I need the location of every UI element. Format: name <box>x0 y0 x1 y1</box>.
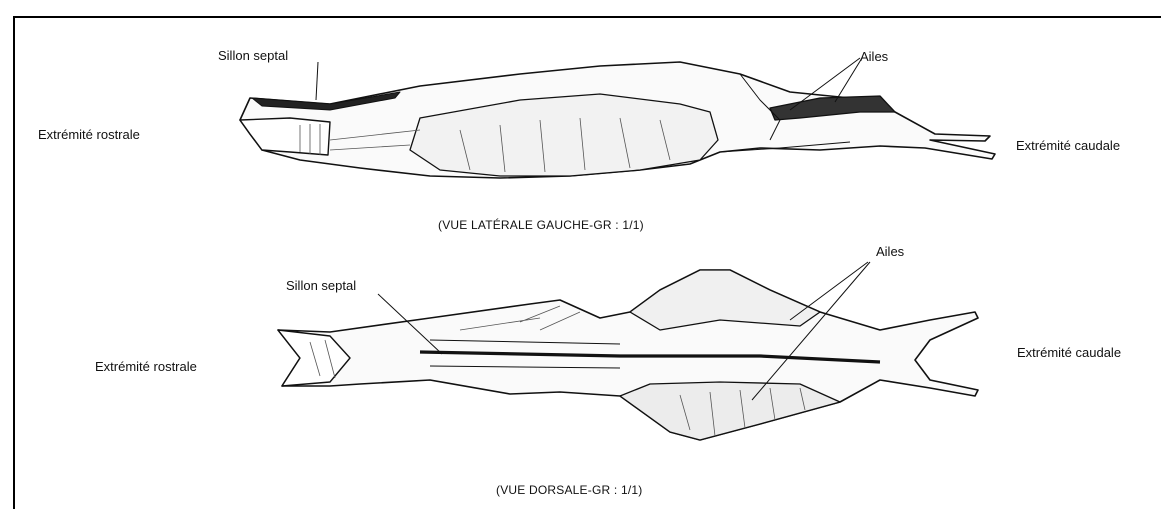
lateral-label-caudal: Extrémité caudale <box>1016 138 1120 153</box>
dorsal-lower-wing <box>620 382 840 440</box>
dorsal-view-caption: (VUE DORSALE-GR : 1/1) <box>496 483 642 497</box>
dorsal-upper-wing <box>630 270 820 330</box>
lateral-label-rostral: Extrémité rostrale <box>38 127 140 142</box>
dorsal-label-septal-groove: Sillon septal <box>286 278 356 293</box>
lateral-label-wings: Ailes <box>860 49 888 64</box>
dorsal-label-rostral: Extrémité rostrale <box>95 359 197 374</box>
lateral-groove-leader <box>316 62 318 100</box>
lateral-label-septal-groove: Sillon septal <box>218 48 288 63</box>
lateral-view-caption: (VUE LATÉRALE GAUCHE-GR : 1/1) <box>438 218 644 232</box>
dorsal-view-drawing <box>278 262 978 440</box>
lateral-rostral-tip <box>240 118 330 155</box>
lateral-view-drawing <box>240 58 995 178</box>
dorsal-label-wings: Ailes <box>876 244 904 259</box>
dorsal-label-caudal: Extrémité caudale <box>1017 345 1121 360</box>
